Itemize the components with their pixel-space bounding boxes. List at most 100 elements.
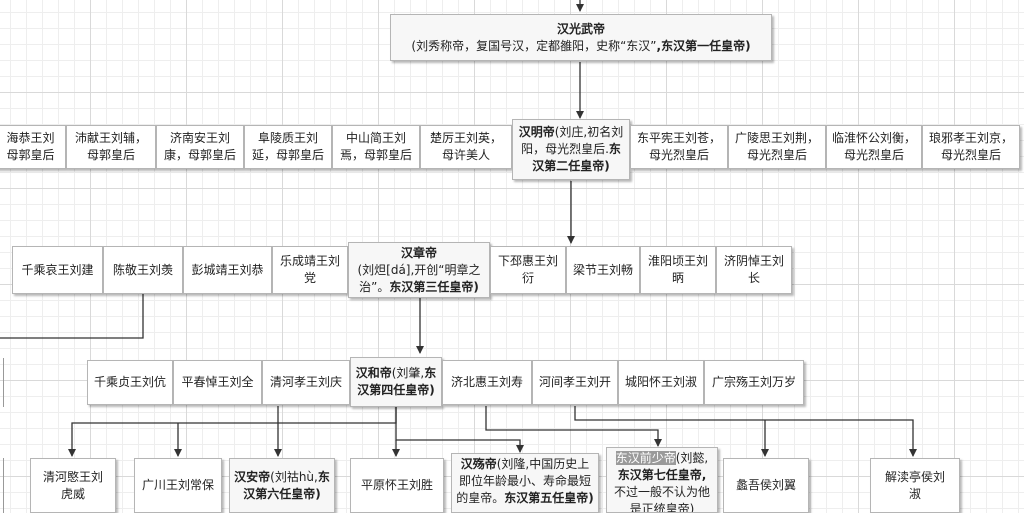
node-line: 广川王刘常保 [141,478,214,492]
node-desc: (刘庄,初名刘 [554,125,624,139]
node-an-emperor[interactable]: 汉安帝(刘祜hù,东汉第六任皇帝) [229,458,335,513]
node-line: 淑 [908,486,921,501]
node-shao-emperor[interactable]: 东汉前少帝(刘懿, 东汉第七任皇帝, 不过一般不认为他是正统皇帝) [606,447,718,513]
node-gen4-2[interactable]: 清河孝王刘庆 [262,360,350,405]
node-gen5-0[interactable]: 清河愍王刘虎威 [30,458,116,513]
node-line: 梁节王刘畅 [572,262,633,277]
node-desc-bold: 东 [424,366,437,380]
node-line: 母郭皇后 [86,148,135,162]
node-desc: 治”。 [359,279,390,294]
node-line: 东平宪王刘苍， [636,131,721,145]
node-line: 楚厉王刘英， [429,131,502,145]
node-gen2-4[interactable]: 中山简王刘焉，母郭皇后 [332,125,420,169]
node-gen2-7[interactable]: 广陵思王刘荆， 母光烈皇后 [728,125,826,169]
node-line: 广宗殇王刘万岁 [711,375,796,389]
node-line: 琅邪孝王刘京， [928,131,1013,145]
node-desc: (刘肇, [391,366,425,380]
node-line: 母光烈皇后 [940,148,1001,162]
node-line: 平春悼王刘全 [181,375,254,389]
node-gen4-3[interactable]: 济北惠王刘寿 [442,360,532,405]
node-gen3-6[interactable]: 淮阳顷王刘昞 [640,246,716,294]
node-desc: 的皇帝。 [456,491,505,505]
node-gen2-3[interactable]: 阜陵质王刘延，母郭皇后 [244,125,332,169]
node-desc-bold: 汉第二任皇帝) [532,159,610,173]
node-desc: 是正统皇帝) [629,502,695,513]
node-gen3-5[interactable]: 梁节王刘畅 [566,246,640,294]
node-gen3-1[interactable]: 陈敬王刘羡 [103,246,183,294]
node-title: 汉安帝 [234,469,271,484]
node-gen3-3[interactable]: 乐成靖王刘党 [272,246,348,294]
node-line: 虎威 [60,486,85,501]
node-line: 广陵思王刘荆， [734,131,819,145]
node-line: 城阳怀王刘淑 [624,375,697,389]
node-line: 沛献王刘辅， [74,131,147,145]
node-desc: (刘懿, [675,451,709,465]
node-line: 下邳惠王刘 [497,254,558,268]
node-gen2-0[interactable]: 海恭王刘母郭皇后 [0,125,66,169]
node-line: 济阴悼王刘 [723,254,784,268]
node-gen4-5[interactable]: 城阳怀王刘淑 [618,360,704,405]
node-line: 母光烈皇后 [648,148,709,162]
node-gen3-0[interactable]: 千乘哀王刘建 [12,246,103,294]
node-gen4-0[interactable]: 千乘贞王刘伉 [87,360,173,405]
node-gen2-5[interactable]: 楚厉王刘英，母许美人 [420,125,512,169]
node-line: 千乘贞王刘伉 [93,375,166,389]
node-desc-bold: 东汉第七任皇帝, [617,468,707,482]
node-gen3-2[interactable]: 彭城靖王刘恭 [183,246,272,294]
node-line: 清河愍王刘 [42,469,103,484]
node-desc-bold: 汉第四任皇帝) [357,383,435,397]
node-title: 汉光武帝 [556,21,605,36]
node-desc-bold: 东汉第五任皇帝) [504,491,594,505]
node-line: 衍 [521,271,534,285]
node-line: 母光烈皇后 [746,148,807,162]
node-line: 清河孝王刘庆 [269,375,342,389]
node-line: 中山简王刘 [345,131,406,145]
node-line: 彭城靖王刘恭 [191,262,264,277]
node-title: 汉和帝 [355,366,392,380]
left-edge-line-lower [3,458,4,513]
node-desc: (刘祜hù, [270,469,318,484]
node-desc-bold: 汉第六任皇帝) [243,486,321,501]
node-gen5-3[interactable]: 蠡吾侯刘翼 [723,458,809,513]
node-line: 乐成靖王刘 [279,254,340,268]
node-gen2-2[interactable]: 济南安王刘康，母郭皇后 [156,125,244,169]
node-line: 淮阳顷王刘 [647,254,708,268]
node-gen4-6[interactable]: 广宗殇王刘万岁 [704,360,804,405]
node-title-highlight: 东汉前少帝 [615,451,676,465]
node-line: 母郭皇后 [6,148,55,162]
node-gen5-1[interactable]: 广川王刘常保 [134,458,222,513]
node-gen2-1[interactable]: 沛献王刘辅， 母郭皇后 [66,125,156,169]
node-line: 海恭王刘 [6,131,55,145]
node-gen2-9[interactable]: 琅邪孝王刘京， 母光烈皇后 [922,125,1020,169]
node-ming-emperor[interactable]: 汉明帝(刘庄,初名刘阳，母光烈皇后.东汉第二任皇帝) [512,119,630,180]
node-guangwu-emperor[interactable]: 汉光武帝 (刘秀称帝，复国号汉，定都雒阳，史称“东汉”,东汉第一任皇帝) [390,14,772,61]
node-desc-bold: ,东汉第一任皇帝) [656,38,751,53]
node-gen2-6[interactable]: 东平宪王刘苍， 母光烈皇后 [630,125,728,169]
node-line: 康，母郭皇后 [163,148,236,162]
node-line: 母光烈皇后 [843,148,904,162]
node-line: 平原怀王刘胜 [360,478,433,492]
node-zhang-emperor[interactable]: 汉章帝(刘炟[dá],开创“明章之治”。东汉第三任皇帝) [348,242,490,298]
node-desc: (刘隆,中国历史上 [496,457,590,471]
node-gen5-4[interactable]: 解渎亭侯刘淑 [870,458,960,513]
node-desc-bold: 东 [317,469,330,484]
node-title: 汉殇帝 [460,457,497,471]
node-title: 汉章帝 [400,245,437,260]
node-line: 延，母郭皇后 [251,148,324,162]
node-gen3-4[interactable]: 下邳惠王刘衍 [490,246,566,294]
node-title: 汉明帝 [518,125,555,139]
node-he-emperor[interactable]: 汉和帝(刘肇,东汉第四任皇帝) [350,357,442,407]
node-line: 解渎亭侯刘 [884,469,945,484]
node-line: 焉，母郭皇后 [339,148,412,162]
node-gen5-2[interactable]: 平原怀王刘胜 [350,458,444,513]
node-desc: 不过一般不认为他 [613,485,710,499]
node-gen4-4[interactable]: 河间孝王刘开 [532,360,618,405]
left-edge-line [3,358,4,407]
node-shang-emperor[interactable]: 汉殇帝(刘隆,中国历史上即位年龄最小、寿命最短的皇帝。东汉第五任皇帝) [451,453,599,513]
node-gen4-1[interactable]: 平春悼王刘全 [173,360,262,405]
node-gen3-7[interactable]: 济阴悼王刘长 [716,246,792,294]
node-desc: (刘秀称帝，复国号汉，定都雒阳，史称“东汉” [411,38,657,53]
node-line: 济北惠王刘寿 [450,375,523,389]
node-gen2-8[interactable]: 临淮怀公刘衡，母光烈皇后 [826,125,922,169]
